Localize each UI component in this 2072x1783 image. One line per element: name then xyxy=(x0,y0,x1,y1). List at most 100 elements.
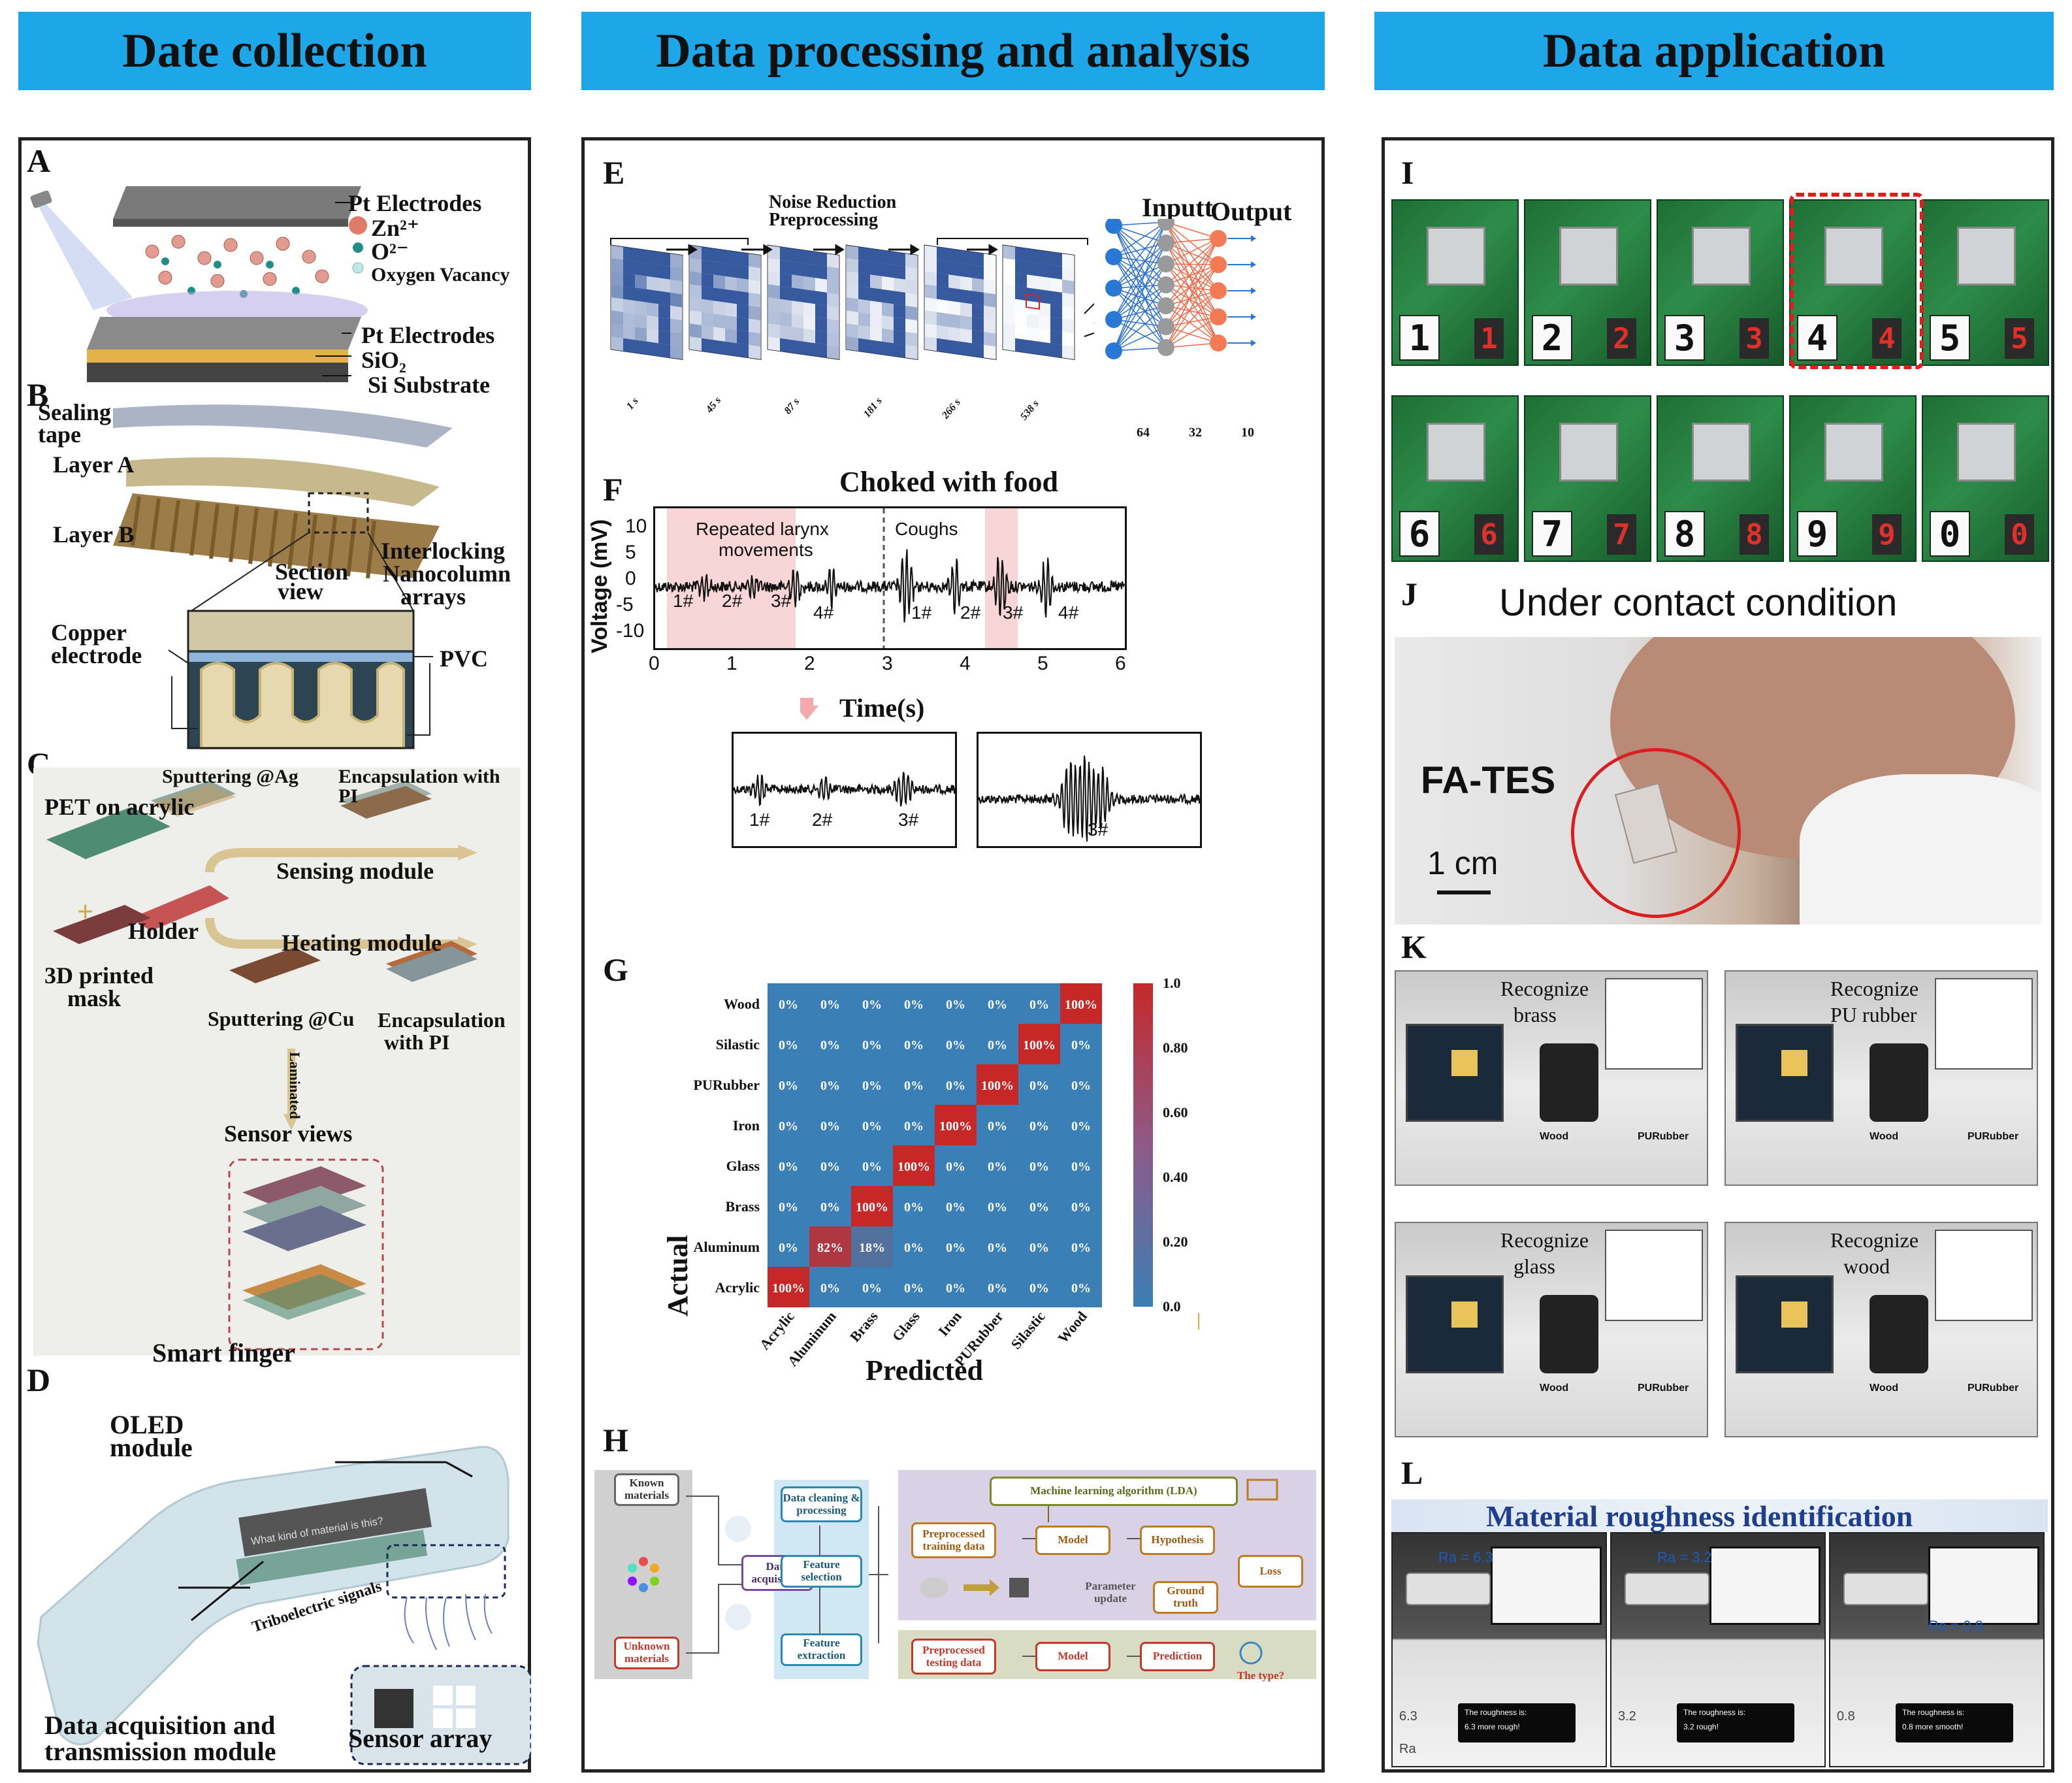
heatmap-cell-label: 0% xyxy=(779,998,798,1012)
h-prediction: Prediction xyxy=(1140,1642,1215,1671)
heatmap-cell xyxy=(893,1145,935,1186)
f-ytick: 5 xyxy=(625,542,636,563)
smart-finger xyxy=(1625,1573,1709,1605)
noise-frame xyxy=(688,244,762,361)
side-value: 6.3 xyxy=(1399,1709,1417,1724)
heatmap-cell xyxy=(1018,1105,1060,1145)
label-interlocking-3: arrays xyxy=(400,583,466,610)
heatmap-cell xyxy=(935,1226,977,1267)
heatmap-xtick: Brass xyxy=(847,1308,881,1345)
label-zn: Zn²⁺ xyxy=(371,215,419,241)
fabrication-flow xyxy=(33,768,520,1356)
oled-line-1: The roughness is: xyxy=(1902,1708,1965,1717)
heatmap-cell-label: 0% xyxy=(779,1079,798,1093)
seven-segment-display: 0 xyxy=(2005,514,2034,555)
heatmap-cell xyxy=(977,1024,1018,1064)
heatmap-cell-label: 0% xyxy=(1071,1079,1091,1093)
f-inset-1 xyxy=(732,732,957,848)
j-device-label: FA-TES xyxy=(1421,759,1556,802)
label-output: Output xyxy=(1210,197,1292,226)
heatmap-cell-label: 0% xyxy=(988,1038,1007,1053)
heatmap-cell-label: 0% xyxy=(1071,1119,1091,1134)
heatmap-cell xyxy=(935,1267,977,1307)
f-region-1b: movements xyxy=(719,540,813,560)
sensor-chip xyxy=(1692,423,1751,482)
hidden-neuron xyxy=(1157,297,1174,314)
f-inset1-peak-1: 1# xyxy=(749,810,770,830)
label-copper-1: Copper xyxy=(51,619,127,646)
robot-arm xyxy=(1870,1295,1928,1373)
l-title: Material roughness identification xyxy=(1486,1499,1913,1533)
heatmap-xtick: Glass xyxy=(889,1308,923,1345)
inset-view xyxy=(1605,978,1703,1070)
panel-processing: E Noise Reduction Preprocessing Inputt O… xyxy=(581,137,1325,1773)
panel-h-label: H xyxy=(603,1422,628,1458)
input-neuron xyxy=(1105,280,1122,297)
i-highlight-box xyxy=(1790,193,1924,369)
confusion-matrix: 0%0%0%0%0%0%0%100%0%0%0%0%0%0%100%0%0%0%… xyxy=(694,983,1199,1369)
oled-screen xyxy=(1896,1703,2013,1742)
label-wood: Wood xyxy=(1870,1131,1899,1142)
h-unknown-materials: Unknown materials xyxy=(614,1637,679,1669)
heatmap-cell-label: 0% xyxy=(779,1241,798,1255)
f-xtick: 2 xyxy=(804,653,815,674)
heatmap-xtick: Acrylic xyxy=(756,1308,798,1353)
heatmap-cell xyxy=(809,1186,851,1226)
label-purubber: PURubber xyxy=(1638,1382,1689,1394)
heatmap-cell xyxy=(935,1186,977,1226)
sensor-chip xyxy=(1559,423,1618,482)
heatmap-cell xyxy=(893,1024,935,1064)
heatmap-cell-label: 0% xyxy=(1029,1241,1049,1255)
heatmap-cell xyxy=(935,1145,977,1186)
seven-segment-display: 1 xyxy=(1474,318,1504,359)
label-interlocking-1: Interlocking xyxy=(381,538,506,564)
heatmap-cell xyxy=(809,983,851,1024)
heatmap-cell xyxy=(851,1064,893,1105)
panel-i-label: I xyxy=(1401,154,1414,191)
heatmap-cell-label: 0% xyxy=(1029,1079,1049,1093)
heatmap-cell-label: 0% xyxy=(779,1038,798,1053)
sensor-chip xyxy=(1824,423,1883,482)
heatmap-cell-label: 0% xyxy=(779,1160,798,1174)
panel-l-label: L xyxy=(1401,1454,1423,1491)
label-noise-1: Noise Reduction xyxy=(769,192,897,212)
label-encapsulation-1b: PI xyxy=(338,785,358,807)
seven-segment-display: 6 xyxy=(1474,514,1504,555)
label-section-1: Section xyxy=(275,559,348,585)
header-collection: Date collection xyxy=(18,12,531,90)
heatmap-cell-label: 0% xyxy=(988,1241,1007,1255)
heatmap-cell xyxy=(1060,983,1102,1024)
hidden-neuron xyxy=(1157,339,1174,356)
heatmap-cell xyxy=(935,1064,977,1105)
label-layer-a: Layer A xyxy=(53,451,135,478)
heatmap-cell-label: 100% xyxy=(856,1200,888,1215)
heatmap-cell xyxy=(1018,1267,1060,1307)
heatmap-cell xyxy=(893,1064,935,1105)
label-sealing-2: tape xyxy=(38,421,81,448)
f-peak-label: 2# xyxy=(960,602,981,623)
f-inset1-peak-3: 3# xyxy=(898,810,919,830)
label-mask: mask xyxy=(67,985,121,1011)
input-neuron xyxy=(1105,311,1122,328)
label-pt-top: Pt Electrodes xyxy=(348,190,482,216)
heatmap-cell-label: 0% xyxy=(946,1038,965,1053)
heatmap-cell xyxy=(977,1064,1018,1105)
label-purubber: PURubber xyxy=(1967,1131,2019,1142)
heatmap-cell-label: 0% xyxy=(946,1241,965,1255)
heatmap-cell xyxy=(768,1145,809,1186)
inset-view xyxy=(1935,978,2033,1070)
panel-a-label: A xyxy=(27,142,51,179)
heatmap-cell xyxy=(768,1105,809,1145)
label-vacancy: Oxygen Vacancy xyxy=(371,264,510,286)
f-region-1a: Repeated larynx xyxy=(696,519,829,539)
f-inset1-peak-2: 2# xyxy=(812,810,833,830)
heatmap-cell xyxy=(851,1105,893,1145)
heatmap-cell-label: 0% xyxy=(1071,1200,1091,1215)
memristor-diagram xyxy=(30,186,368,382)
panel-collection: A Pt Electrodes Zn²⁺ O²⁻ Oxygen Vacancy … xyxy=(18,137,531,1773)
heatmap-cell xyxy=(809,1064,851,1105)
